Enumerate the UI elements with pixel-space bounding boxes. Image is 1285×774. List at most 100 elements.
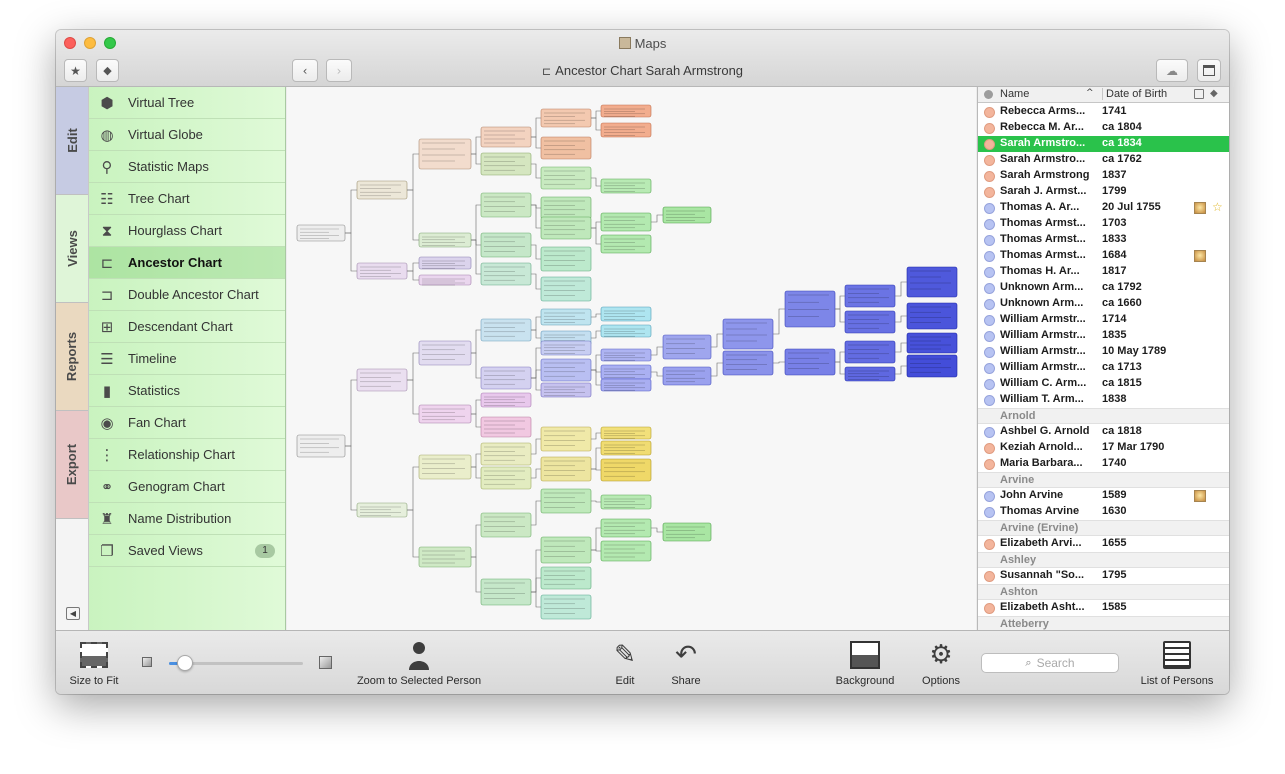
- tab-export[interactable]: Export: [56, 411, 88, 519]
- close-window-button[interactable]: [64, 37, 76, 49]
- person-node[interactable]: [600, 378, 652, 392]
- name-column-header[interactable]: Name: [1000, 88, 1030, 100]
- person-row[interactable]: William C. Arm...ca 1815: [978, 376, 1229, 392]
- sidebar-item-fan-chart[interactable]: ◉Fan Chart: [89, 407, 285, 439]
- person-node[interactable]: [722, 318, 774, 350]
- person-row[interactable]: Sarah Armstro...ca 1834: [978, 136, 1229, 152]
- person-node[interactable]: [418, 274, 472, 286]
- sidebar-item-tree-chart[interactable]: ☷Tree Chart: [89, 183, 285, 215]
- person-node[interactable]: [540, 108, 592, 128]
- person-node[interactable]: [480, 416, 532, 438]
- person-node[interactable]: [600, 426, 652, 440]
- person-node[interactable]: [480, 466, 532, 490]
- edit-button[interactable]: ✎ Edit: [605, 637, 645, 687]
- person-row[interactable]: William Armstr...1714: [978, 312, 1229, 328]
- person-row[interactable]: Unknown Arm...ca 1792: [978, 280, 1229, 296]
- sidebar-item-genogram-chart[interactable]: ⚭Genogram Chart: [89, 471, 285, 503]
- cloud-sync-button[interactable]: ☁: [1156, 59, 1188, 82]
- forward-button[interactable]: ›: [326, 59, 352, 82]
- options-button[interactable]: ⚙ Options: [916, 637, 966, 687]
- person-row[interactable]: William Armstr...ca 1713: [978, 360, 1229, 376]
- person-node[interactable]: [906, 266, 958, 298]
- zoom-to-selected-button[interactable]: Zoom to Selected Person: [344, 637, 494, 687]
- person-node[interactable]: [906, 354, 958, 378]
- person-node[interactable]: [480, 512, 532, 538]
- person-row[interactable]: Thomas Armst...1833: [978, 232, 1229, 248]
- person-node[interactable]: [784, 290, 836, 328]
- sidebar-item-double-ancestor-chart[interactable]: ⊐Double Ancestor Chart: [89, 279, 285, 311]
- person-row[interactable]: Rebecca Arms...1741: [978, 104, 1229, 120]
- person-node[interactable]: [356, 368, 408, 392]
- person-node[interactable]: [540, 566, 592, 590]
- size-to-fit-button[interactable]: Size to Fit: [66, 637, 122, 687]
- person-node[interactable]: [418, 546, 472, 568]
- sidebar-item-ancestor-chart[interactable]: ⊏Ancestor Chart: [89, 247, 285, 279]
- person-node[interactable]: [418, 138, 472, 170]
- tags-button[interactable]: ◆: [96, 59, 119, 82]
- ancestor-chart-canvas[interactable]: [287, 87, 976, 630]
- person-node[interactable]: [844, 310, 896, 334]
- person-node[interactable]: [480, 442, 532, 466]
- person-node[interactable]: [540, 136, 592, 160]
- person-node[interactable]: [600, 212, 652, 232]
- person-node[interactable]: [540, 196, 592, 220]
- person-node[interactable]: [662, 522, 712, 542]
- back-button[interactable]: ‹: [292, 59, 318, 82]
- person-node[interactable]: [600, 324, 652, 338]
- sidebar-item-virtual-globe[interactable]: ◍Virtual Globe: [89, 119, 285, 151]
- tab-views[interactable]: Views: [56, 195, 88, 303]
- person-node[interactable]: [540, 358, 592, 382]
- person-node[interactable]: [600, 234, 652, 254]
- sidebar-item-relationship-chart[interactable]: ⋮Relationship Chart: [89, 439, 285, 471]
- person-node[interactable]: [540, 276, 592, 302]
- dob-column-header[interactable]: Date of Birth: [1102, 88, 1167, 100]
- person-node[interactable]: [540, 246, 592, 272]
- toggle-panel-button[interactable]: [1197, 59, 1221, 82]
- person-row[interactable]: Thomas Armst...1684: [978, 248, 1229, 264]
- person-node[interactable]: [600, 348, 652, 362]
- person-node[interactable]: [480, 318, 532, 342]
- person-node[interactable]: [480, 262, 532, 286]
- person-node[interactable]: [418, 454, 472, 480]
- person-node[interactable]: [844, 284, 896, 308]
- person-node[interactable]: [600, 104, 652, 118]
- person-node[interactable]: [540, 456, 592, 482]
- person-node[interactable]: [480, 192, 532, 218]
- tab-edit[interactable]: Edit: [56, 87, 88, 195]
- person-node[interactable]: [480, 152, 532, 176]
- sidebar-item-statistics[interactable]: ▮Statistics: [89, 375, 285, 407]
- ancestor-tree-chart[interactable]: [287, 87, 976, 630]
- person-row[interactable]: Maria Barbara...1740: [978, 456, 1229, 472]
- person-node[interactable]: [540, 216, 592, 240]
- person-node[interactable]: [480, 366, 532, 390]
- sidebar-item-descendant-chart[interactable]: ⊞Descendant Chart: [89, 311, 285, 343]
- person-row[interactable]: Rebecca M. Ar...ca 1804: [978, 120, 1229, 136]
- background-button[interactable]: Background: [830, 637, 900, 687]
- list-of-persons-button[interactable]: List of Persons: [1132, 637, 1222, 687]
- media-column-icon[interactable]: [1194, 89, 1204, 99]
- sidebar-item-virtual-tree[interactable]: ⬢Virtual Tree: [89, 87, 285, 119]
- person-node[interactable]: [356, 180, 408, 200]
- person-row[interactable]: Susannah "So...1795: [978, 568, 1229, 584]
- zoom-out-icon[interactable]: [142, 657, 152, 667]
- person-row[interactable]: William Armstr...10 May 1789: [978, 344, 1229, 360]
- collapse-sidebar-button[interactable]: ◀: [66, 607, 80, 620]
- person-row[interactable]: Elizabeth Arvi...1655: [978, 536, 1229, 552]
- person-row[interactable]: Sarah J. Armst...1799: [978, 184, 1229, 200]
- sidebar-item-name-distribution[interactable]: ♜Name Distribution: [89, 503, 285, 535]
- person-node[interactable]: [540, 166, 592, 190]
- person-node[interactable]: [480, 126, 532, 148]
- sidebar-item-hourglass-chart[interactable]: ⧗Hourglass Chart: [89, 215, 285, 247]
- person-row[interactable]: Thomas H. Ar...1817: [978, 264, 1229, 280]
- person-node[interactable]: [600, 540, 652, 562]
- favorites-button[interactable]: ★: [64, 59, 87, 82]
- sidebar-item-timeline[interactable]: ☰Timeline: [89, 343, 285, 375]
- person-node[interactable]: [480, 232, 532, 258]
- minimize-window-button[interactable]: [84, 37, 96, 49]
- person-node[interactable]: [662, 366, 712, 386]
- search-field[interactable]: ⌕Search: [981, 653, 1119, 673]
